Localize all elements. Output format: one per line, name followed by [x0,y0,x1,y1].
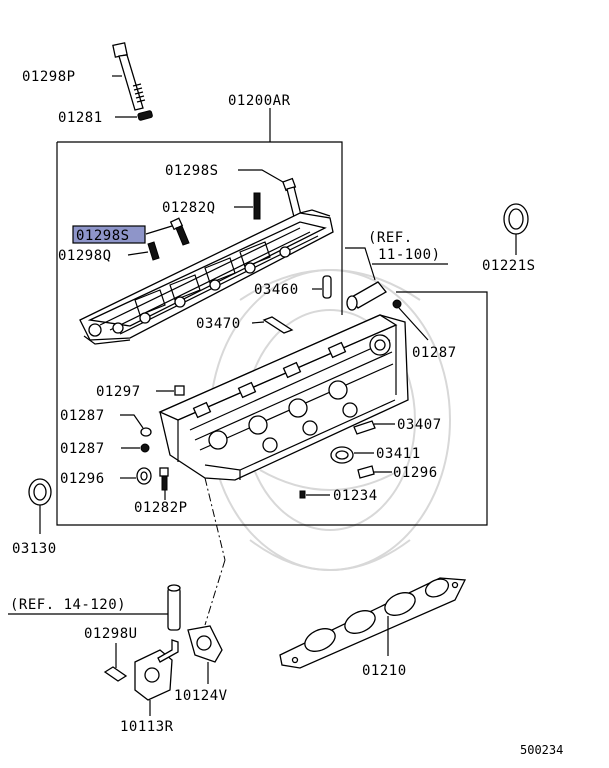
label-03460[interactable]: 03460 [254,282,299,298]
label-ref-11-100-a[interactable]: (REF. [368,230,413,246]
label-01296-right[interactable]: 01296 [393,465,438,481]
camshaft-carrier-icon [79,209,334,345]
label-01221S[interactable]: 01221S [482,258,536,274]
label-ref-14-120[interactable]: (REF. 14-120) [10,597,126,613]
bolt-01298S-icon [282,177,302,218]
water-fitting-10113R-icon [134,639,179,701]
plug-01287-b-icon [140,443,150,453]
label-03470[interactable]: 03470 [196,316,241,332]
leader-01298S-hl [145,225,173,235]
label-01297[interactable]: 01297 [96,384,141,400]
plug-01234-icon [299,490,306,499]
label-01234[interactable]: 01234 [333,488,378,504]
head-gasket-01210-icon [279,577,467,669]
oil-seal-01221S-icon [503,203,529,235]
label-03407[interactable]: 03407 [397,417,442,433]
label-01287-right[interactable]: 01287 [412,345,457,361]
label-10124V[interactable]: 10124V [174,688,228,704]
sensor-cap-icon [346,281,387,311]
part-03460-icon [322,275,332,299]
label-ref-11-100-b[interactable]: 11-100) [378,247,441,263]
leader-01287-right [398,307,429,341]
leader-01298S-top [238,169,284,183]
leader-03470 [251,321,265,324]
label-01200AR[interactable]: 01200AR [228,93,291,109]
cylinder-head-icon [158,314,409,481]
leader-01287-a [120,414,144,429]
label-01287-b[interactable]: 01287 [60,441,105,457]
label-01298S-highlighted[interactable]: 01298S [76,228,130,244]
label-01287-a[interactable]: 01287 [60,408,105,424]
label-01282Q[interactable]: 01282Q [162,200,216,216]
stud-01282P-icon [159,467,169,491]
plug-01287-a-icon [140,427,152,437]
bolt-01298U-icon [103,666,128,682]
label-03411[interactable]: 03411 [376,446,421,462]
highlight-01298S[interactable] [72,225,146,244]
seal-01296-left-icon [136,467,152,485]
label-01298S-top[interactable]: 01298S [165,163,219,179]
label-01282P[interactable]: 01282P [134,500,188,516]
diagram-number: 500234 [520,743,563,757]
alignment-line-2 [204,559,226,626]
label-01296-left[interactable]: 01296 [60,471,105,487]
label-01281[interactable]: 01281 [58,110,103,126]
bolt-01298S-small-icon [169,217,190,246]
stud-01282Q-icon [253,192,261,220]
seal-03411-icon [330,446,354,464]
water-pipe-icon [167,584,181,631]
pin-01281-icon [137,110,153,121]
part-01297-icon [174,385,185,396]
alignment-line [204,477,226,561]
label-10113R[interactable]: 10113R [120,719,174,735]
label-01298P[interactable]: 01298P [22,69,76,85]
gasket-10124V-icon [187,625,223,663]
leader-01298Q [127,251,149,256]
plug-01287-right-icon [392,299,402,309]
label-01210[interactable]: 01210 [362,663,407,679]
part-01296-right-icon [357,465,375,479]
bolt-01298P-icon [112,42,146,111]
leader-ref-11-100 [345,247,376,281]
label-01298U[interactable]: 01298U [84,626,138,642]
label-03130[interactable]: 03130 [12,541,57,557]
label-01298Q[interactable]: 01298Q [58,248,112,264]
part-03407-icon [353,420,376,435]
part-03470-icon [262,316,294,334]
bolt-01298Q-icon [147,241,160,261]
frame-lines [56,108,488,526]
oil-seal-03130-icon [28,478,52,506]
